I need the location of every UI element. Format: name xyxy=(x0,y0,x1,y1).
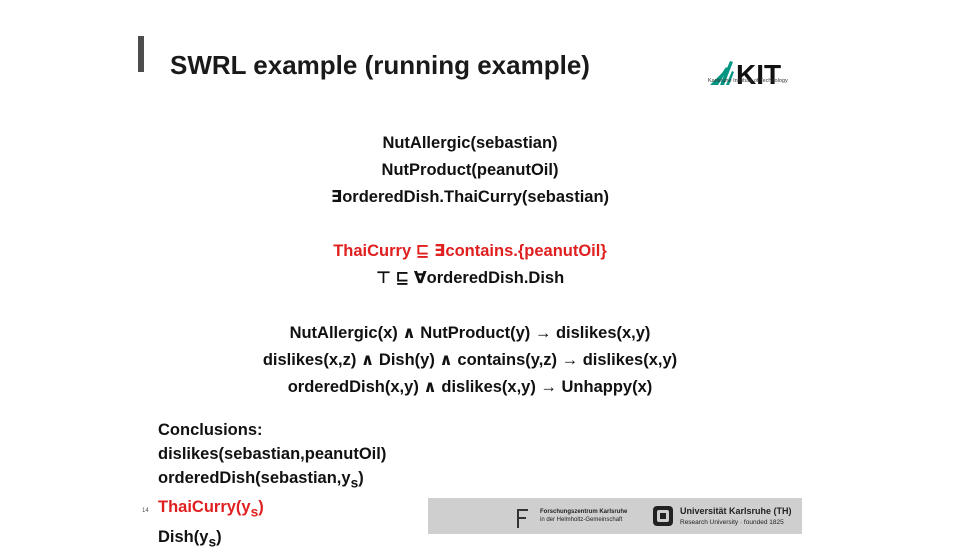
conclusion-line: orderedDish(sebastian,ys) xyxy=(158,469,364,491)
slide: SWRL example (running example) KIT Karls… xyxy=(138,34,802,549)
rule-line: orderedDish(x,y) ∧ dislikes(x,y) → Unhap… xyxy=(287,378,653,396)
kit-logo-icon: KIT xyxy=(710,59,781,90)
university-logo-text: Universität Karlsruhe (TH) Research Univ… xyxy=(680,506,792,526)
kit-logo-text: KIT xyxy=(736,59,781,90)
fzk-logo-text: Forschungszentrum Karlsruhe in der Helmh… xyxy=(540,509,628,523)
title-accent-bar xyxy=(138,36,144,72)
conclusions-block: Conclusions: dislikes(sebastian,peanutOi… xyxy=(158,418,386,554)
fact-line: NutProduct(peanutOil) xyxy=(381,161,559,179)
conclusion-line: Dish(ys) xyxy=(158,527,222,549)
facts-block: NutAllergic(sebastian) NutProduct(peanut… xyxy=(138,130,802,211)
fact-line: ∃orderedDish.ThaiCurry(sebastian) xyxy=(330,188,610,206)
page-number: 14 xyxy=(142,508,149,514)
kit-logo-subtitle: Karlsruhe Institute of Technology xyxy=(708,78,788,84)
rule-line: NutAllergic(x) ∧ NutProduct(y) → dislike… xyxy=(289,324,651,342)
axiom-line: ThaiCurry ⊑ ∃contains.{peanutOil} xyxy=(333,242,607,260)
fzk-logo-icon xyxy=(517,509,528,528)
axiom-line: ⊤ ⊑ ∀orderedDish.Dish xyxy=(375,269,565,287)
university-seal-icon xyxy=(653,506,673,526)
conclusion-line: ThaiCurry(ys) xyxy=(158,498,264,520)
slide-title: SWRL example (running example) xyxy=(170,50,590,80)
axioms-block: ThaiCurry ⊑ ∃contains.{peanutOil} ⊤ ⊑ ∀o… xyxy=(138,238,802,292)
conclusion-line: dislikes(sebastian,peanutOil) xyxy=(158,445,387,463)
rule-line: dislikes(x,z) ∧ Dish(y) ∧ contains(y,z) … xyxy=(262,351,678,369)
fact-line: NutAllergic(sebastian) xyxy=(382,134,558,152)
conclusions-heading: Conclusions: xyxy=(158,421,263,439)
footer-logos: Forschungszentrum Karlsruhe in der Helmh… xyxy=(428,498,802,534)
rules-block: NutAllergic(x) ∧ NutProduct(y) → dislike… xyxy=(138,320,802,401)
